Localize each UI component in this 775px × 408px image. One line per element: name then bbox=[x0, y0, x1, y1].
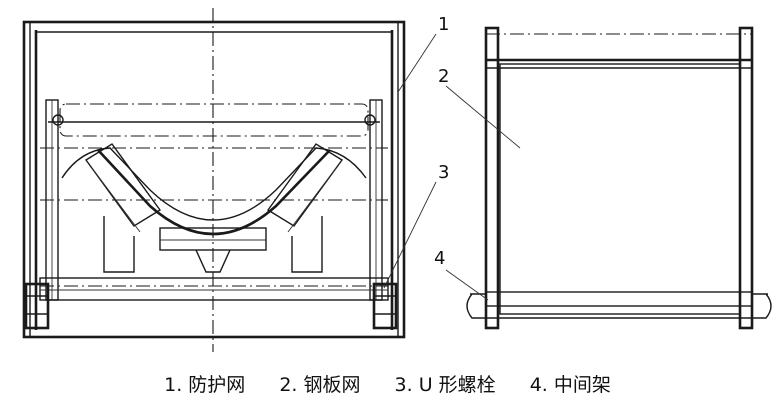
legend-item-1: 1. 防护网 bbox=[164, 374, 246, 396]
legend-item-4: 4. 中间架 bbox=[529, 374, 611, 396]
callout-label-3: 3 bbox=[438, 162, 449, 183]
right-wing-roller bbox=[266, 143, 344, 233]
middle-frame-bracket-left bbox=[466, 293, 486, 319]
callout-4: 4 bbox=[434, 248, 489, 301]
u-bolt-right bbox=[372, 282, 398, 330]
center-roller bbox=[159, 227, 267, 251]
legend-item-3: 3. U 形螺栓 bbox=[394, 374, 496, 396]
side-left-post bbox=[484, 26, 500, 330]
troughed-belt bbox=[61, 147, 367, 221]
center-idler-bracket bbox=[195, 249, 231, 273]
side-middle-frame bbox=[485, 291, 753, 307]
u-bolt-left bbox=[24, 282, 50, 330]
front-view bbox=[22, 8, 406, 352]
middle-frame-bracket-right bbox=[752, 293, 772, 319]
callout-2: 2 bbox=[438, 66, 521, 149]
middle-frame-beam bbox=[39, 277, 389, 301]
callout-label-4: 4 bbox=[434, 248, 445, 269]
left-wing-roller bbox=[84, 143, 162, 233]
side-right-post bbox=[738, 26, 754, 330]
diagram-canvas: 1 2 3 4 bbox=[22, 8, 772, 352]
guard-outer-frame bbox=[22, 20, 406, 339]
left-idler-bracket bbox=[103, 216, 135, 273]
return-roller bbox=[59, 103, 369, 137]
callout-label-2: 2 bbox=[438, 66, 449, 87]
callout-label-1: 1 bbox=[438, 14, 449, 35]
callout-3: 3 bbox=[383, 162, 449, 289]
belt-inner-edge bbox=[97, 149, 331, 236]
legend-item-2: 2. 钢板网 bbox=[279, 374, 361, 396]
legend-caption: 1. 防护网 2. 钢板网 3. U 形螺栓 4. 中间架 bbox=[0, 370, 775, 397]
right-idler-bracket bbox=[291, 216, 323, 273]
side-view bbox=[466, 26, 772, 330]
steel-plate-mesh bbox=[499, 63, 741, 315]
callout-1: 1 bbox=[397, 14, 449, 93]
